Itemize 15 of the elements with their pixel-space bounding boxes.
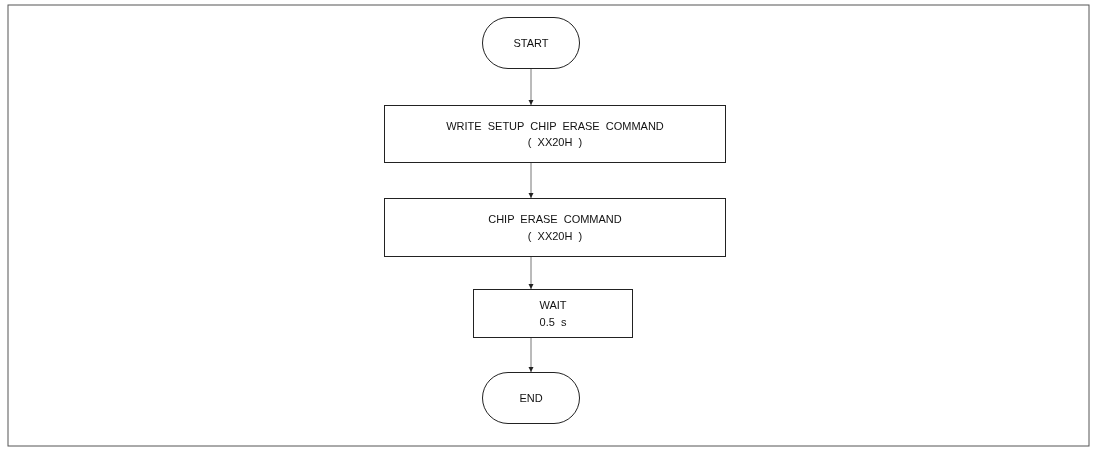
arrow bbox=[528, 256, 534, 290]
node-text: 0.5 s bbox=[539, 314, 567, 330]
node-text: ( XX20H ) bbox=[527, 135, 583, 150]
process-box bbox=[384, 198, 726, 257]
process-box bbox=[384, 105, 726, 163]
node-text: ( XX20H ) bbox=[527, 228, 583, 244]
node-text: CHIP ERASE COMMAND bbox=[488, 212, 622, 227]
arrow bbox=[528, 68, 534, 106]
arrow bbox=[528, 162, 534, 199]
arrow bbox=[528, 337, 534, 373]
node-text: WAIT bbox=[539, 298, 567, 313]
node-text: END bbox=[519, 390, 543, 406]
node-text: START bbox=[513, 35, 549, 51]
process-box bbox=[473, 289, 633, 338]
node-text: WRITE SETUP CHIP ERASE COMMAND bbox=[446, 118, 664, 134]
